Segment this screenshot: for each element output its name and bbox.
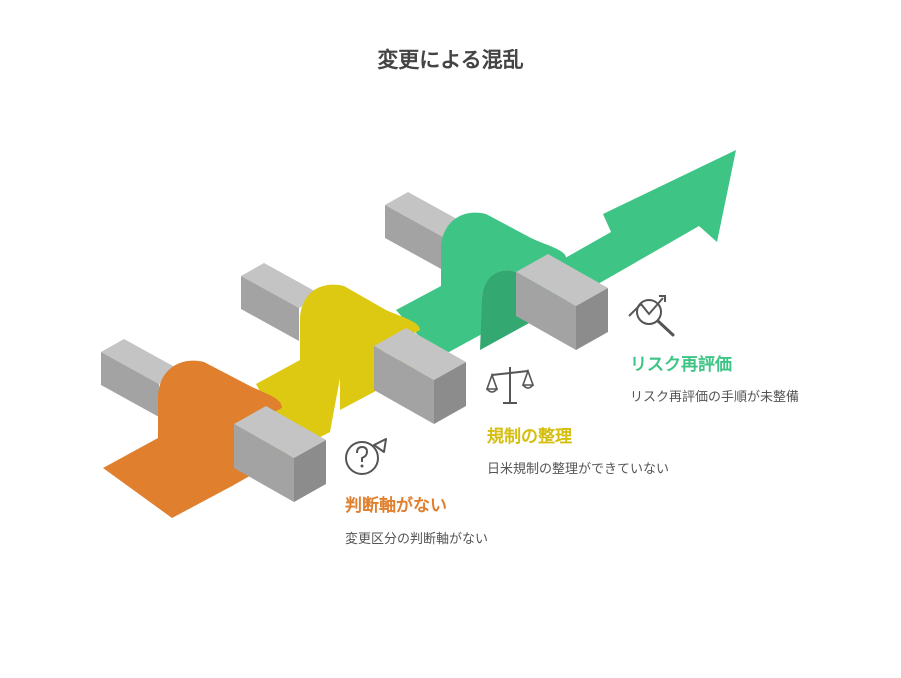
step-2-desc: 日米規制の整理ができていない xyxy=(487,462,670,477)
question-gender-icon xyxy=(345,438,387,475)
barrier-3-back xyxy=(385,192,466,270)
step-1-desc: 変更区分の判断軸がない xyxy=(345,532,489,547)
yellow-ribbon xyxy=(256,284,438,452)
barrier-2-back xyxy=(241,263,322,341)
barrier-1-front xyxy=(234,406,326,502)
step-3-desc: リスク再評価の手順が未整備 xyxy=(630,390,800,405)
barrier-1-back xyxy=(101,339,182,417)
trend-magnify-icon xyxy=(628,295,675,337)
orange-ribbon xyxy=(103,360,292,518)
step-1-label: 判断軸がない xyxy=(345,496,447,516)
page-title: 変更による混乱 xyxy=(377,48,524,72)
step-2-label: 規制の整理 xyxy=(487,427,572,447)
barrier-3-front xyxy=(516,254,608,350)
barrier-2-front xyxy=(374,328,466,424)
balance-scale-icon xyxy=(486,367,534,404)
step-3-label: リスク再評価 xyxy=(630,355,732,375)
